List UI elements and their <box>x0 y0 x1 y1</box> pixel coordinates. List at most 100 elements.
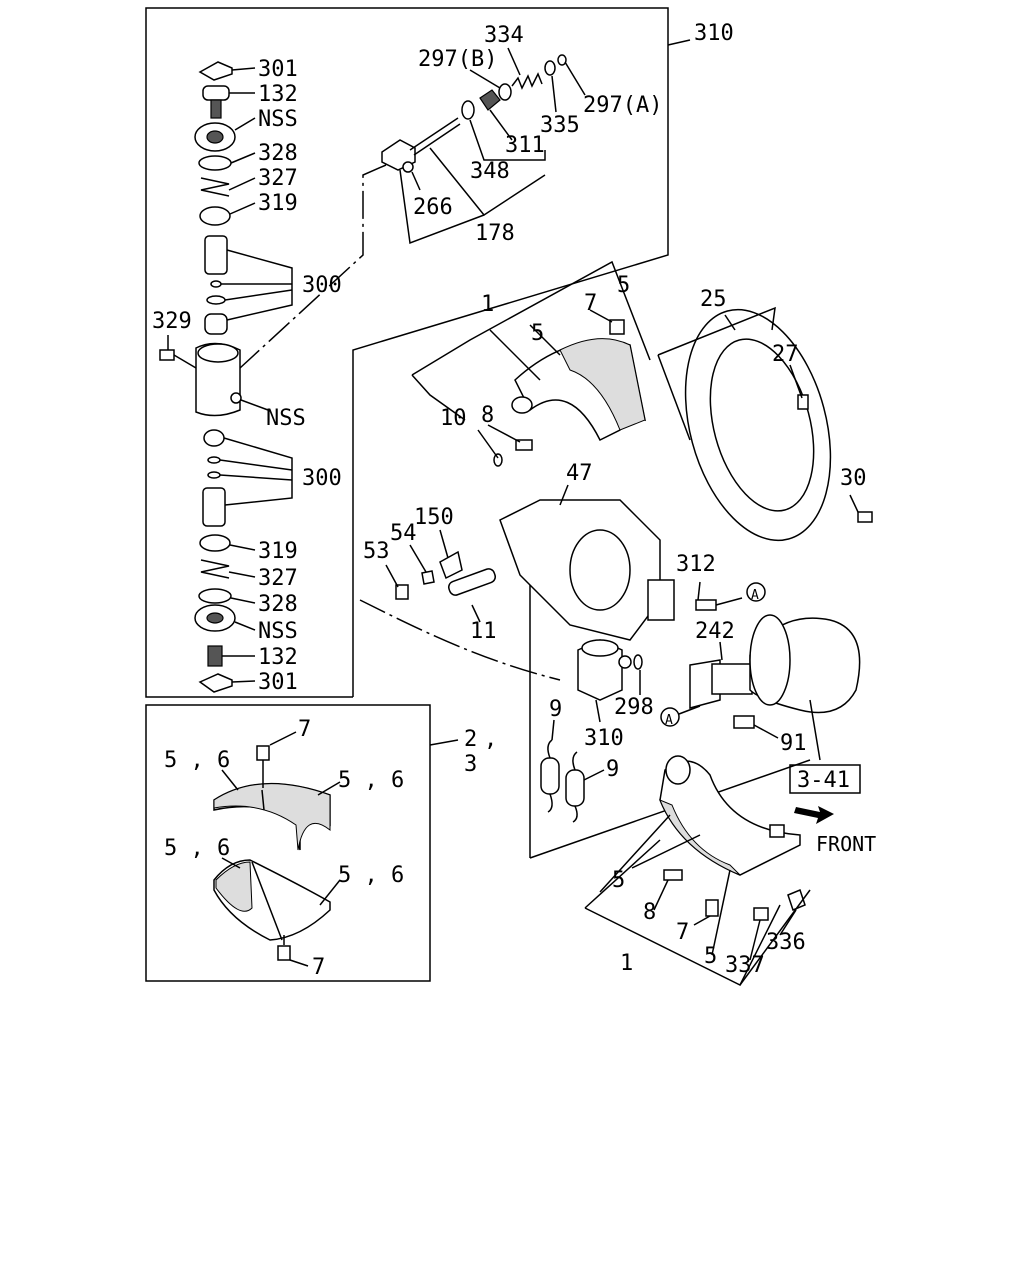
front-arrow-icon <box>794 806 834 824</box>
label-297b: 297(B) <box>418 47 497 72</box>
bolt-53-icon <box>395 584 409 600</box>
bolt-312-icon <box>695 599 717 611</box>
cup-319-bottom-icon <box>199 534 231 552</box>
label-337: 337 <box>725 953 765 978</box>
label-8-bottom: 8 <box>643 900 656 925</box>
brake-shoe-top <box>493 319 646 467</box>
screw-132-top-icon <box>202 85 230 101</box>
label-297a: 297(A) <box>583 93 662 118</box>
cylinder-bore <box>197 343 239 363</box>
cylinder-body-icon <box>195 342 241 417</box>
dust-shield-leaders <box>657 306 859 513</box>
bolt-329-icon <box>159 349 175 361</box>
label-nss-bottom: NSS <box>258 619 298 644</box>
label-a-top: A <box>751 588 759 603</box>
label-front: FRONT <box>816 832 876 856</box>
springs-9 <box>540 719 605 823</box>
dust-shield-inner <box>709 338 815 512</box>
spring-334-icon <box>511 72 543 90</box>
brake-shoe-bottom <box>659 755 806 921</box>
label-178: 178 <box>475 221 515 246</box>
plug-266-icon <box>402 161 414 173</box>
label-242: 242 <box>695 619 735 644</box>
flow-lines <box>239 164 561 681</box>
clip-301-bottom-icon <box>198 673 233 693</box>
shoe-top-leaders <box>411 260 651 459</box>
clip-301-top-icon <box>198 61 233 81</box>
piston-300-bottom-icon <box>202 487 226 527</box>
marker-a-top-icon <box>746 582 766 602</box>
seal-300-b <box>206 295 226 305</box>
label-327-top: 327 <box>258 166 298 191</box>
spring-9-b-icon <box>565 769 585 807</box>
label-10: 10 <box>440 406 467 431</box>
label-30: 30 <box>840 466 867 491</box>
plate-54-icon <box>421 570 435 585</box>
label-301-bottom: 301 <box>258 670 298 695</box>
marker-a-bottom-icon <box>660 707 680 727</box>
anchor-spider <box>395 499 675 641</box>
lining-bottom <box>659 799 741 876</box>
label-301-top: 301 <box>258 57 298 82</box>
label-319-top: 319 <box>258 191 298 216</box>
pin-8-bottom-icon <box>663 869 683 881</box>
label-327-bottom: 327 <box>258 566 298 591</box>
label-inset-7-top: 7 <box>298 717 311 742</box>
label-7-top: 7 <box>584 291 597 316</box>
label-266: 266 <box>413 195 453 220</box>
label-1-bottom: 1 <box>620 951 633 976</box>
shoe-top-eye <box>511 396 533 414</box>
label-319-bottom: 319 <box>258 539 298 564</box>
part-labels: 310 334 297(B) 297(A) 335 311 348 266 17… <box>152 21 876 980</box>
wheel-cylinder-310-top <box>581 639 619 657</box>
label-150: 150 <box>414 505 454 530</box>
label-132-top: 132 <box>258 82 298 107</box>
spring-9-a-icon <box>540 757 560 795</box>
label-1-top: 1 <box>481 292 494 317</box>
reference-box-border <box>789 764 861 794</box>
bolt-337-icon <box>753 907 769 921</box>
label-5-bottom-b: 5 <box>704 944 717 969</box>
label-5-top-b: 5 <box>531 321 544 346</box>
cap-hole-top <box>206 130 224 144</box>
washer-335-icon <box>544 60 556 76</box>
ring-297b-icon <box>498 83 512 101</box>
front-arrow <box>794 806 834 824</box>
pin-11-icon <box>447 568 497 596</box>
wheel-cylinder-310-port <box>618 655 632 669</box>
shoe-bottom-roller <box>769 824 785 838</box>
label-47: 47 <box>566 461 593 486</box>
label-329: 329 <box>152 309 192 334</box>
label-310-mid: 310 <box>584 726 624 751</box>
label-8-top: 8 <box>481 403 494 428</box>
washer-298-icon <box>633 654 643 670</box>
label-11: 11 <box>470 619 497 644</box>
label-inset-56-bl: 5 , 6 <box>164 836 230 861</box>
frame-wheel-cylinder-assembly <box>145 7 669 698</box>
rivet-7-top-icon <box>609 319 625 335</box>
actuator-group <box>660 582 861 761</box>
inset-lining-lower <box>215 861 253 912</box>
seal-300-c <box>207 456 221 464</box>
inset-rivet-bottom-icon <box>277 945 291 961</box>
rivet-7-bottom-icon <box>705 899 719 917</box>
seal-300-a <box>210 280 222 288</box>
label-336: 336 <box>766 930 806 955</box>
clip-27-icon <box>797 394 809 410</box>
label-inset-3: 3 <box>464 752 477 777</box>
wheel-cylinder-mid <box>577 639 643 723</box>
clip-336-icon <box>787 888 806 912</box>
adjuster-assembly <box>381 54 567 173</box>
label-nss-top: NSS <box>258 107 298 132</box>
label-53: 53 <box>363 539 390 564</box>
seal-300-d <box>207 471 221 479</box>
label-310-top: 310 <box>694 21 734 46</box>
frame-shoe-inset <box>145 704 431 982</box>
label-54: 54 <box>390 521 417 546</box>
label-a-bottom: A <box>665 713 673 728</box>
inset-leaders <box>221 731 459 967</box>
label-ref-341: 3-41 <box>797 768 850 793</box>
left-leader-lines <box>167 67 293 683</box>
wheel-cylinder-stack <box>159 61 242 693</box>
